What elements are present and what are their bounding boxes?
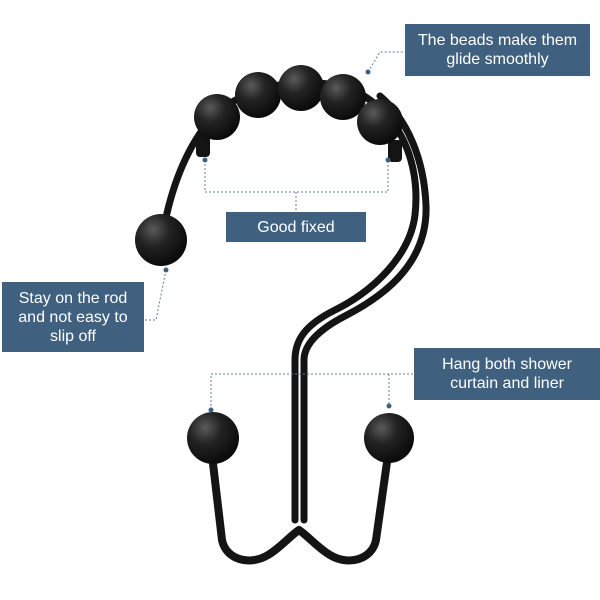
end-ball-lower-right: [364, 413, 414, 463]
bead-2: [235, 72, 281, 118]
end-ball-left: [135, 214, 187, 266]
bead-3: [278, 65, 324, 111]
hook-lower-double: [208, 451, 392, 565]
bead-1: [194, 94, 240, 140]
leader-lines: [144, 51, 414, 410]
end-ball-lower-left: [187, 412, 239, 464]
bead-4: [320, 74, 366, 120]
callout-beads: The beads make them glide smoothly: [405, 24, 590, 76]
hook-end-cap-left: [196, 135, 210, 157]
bead-5: [357, 99, 403, 145]
hook-end-cap-right: [388, 140, 402, 162]
callout-hang-both: Hang both shower curtain and liner: [414, 348, 600, 400]
leader-dots: [163, 69, 392, 413]
callout-stay-on-rod: Stay on the rod and not easy to slip off: [2, 282, 144, 352]
callout-good-fixed: Good fixed: [226, 212, 366, 242]
